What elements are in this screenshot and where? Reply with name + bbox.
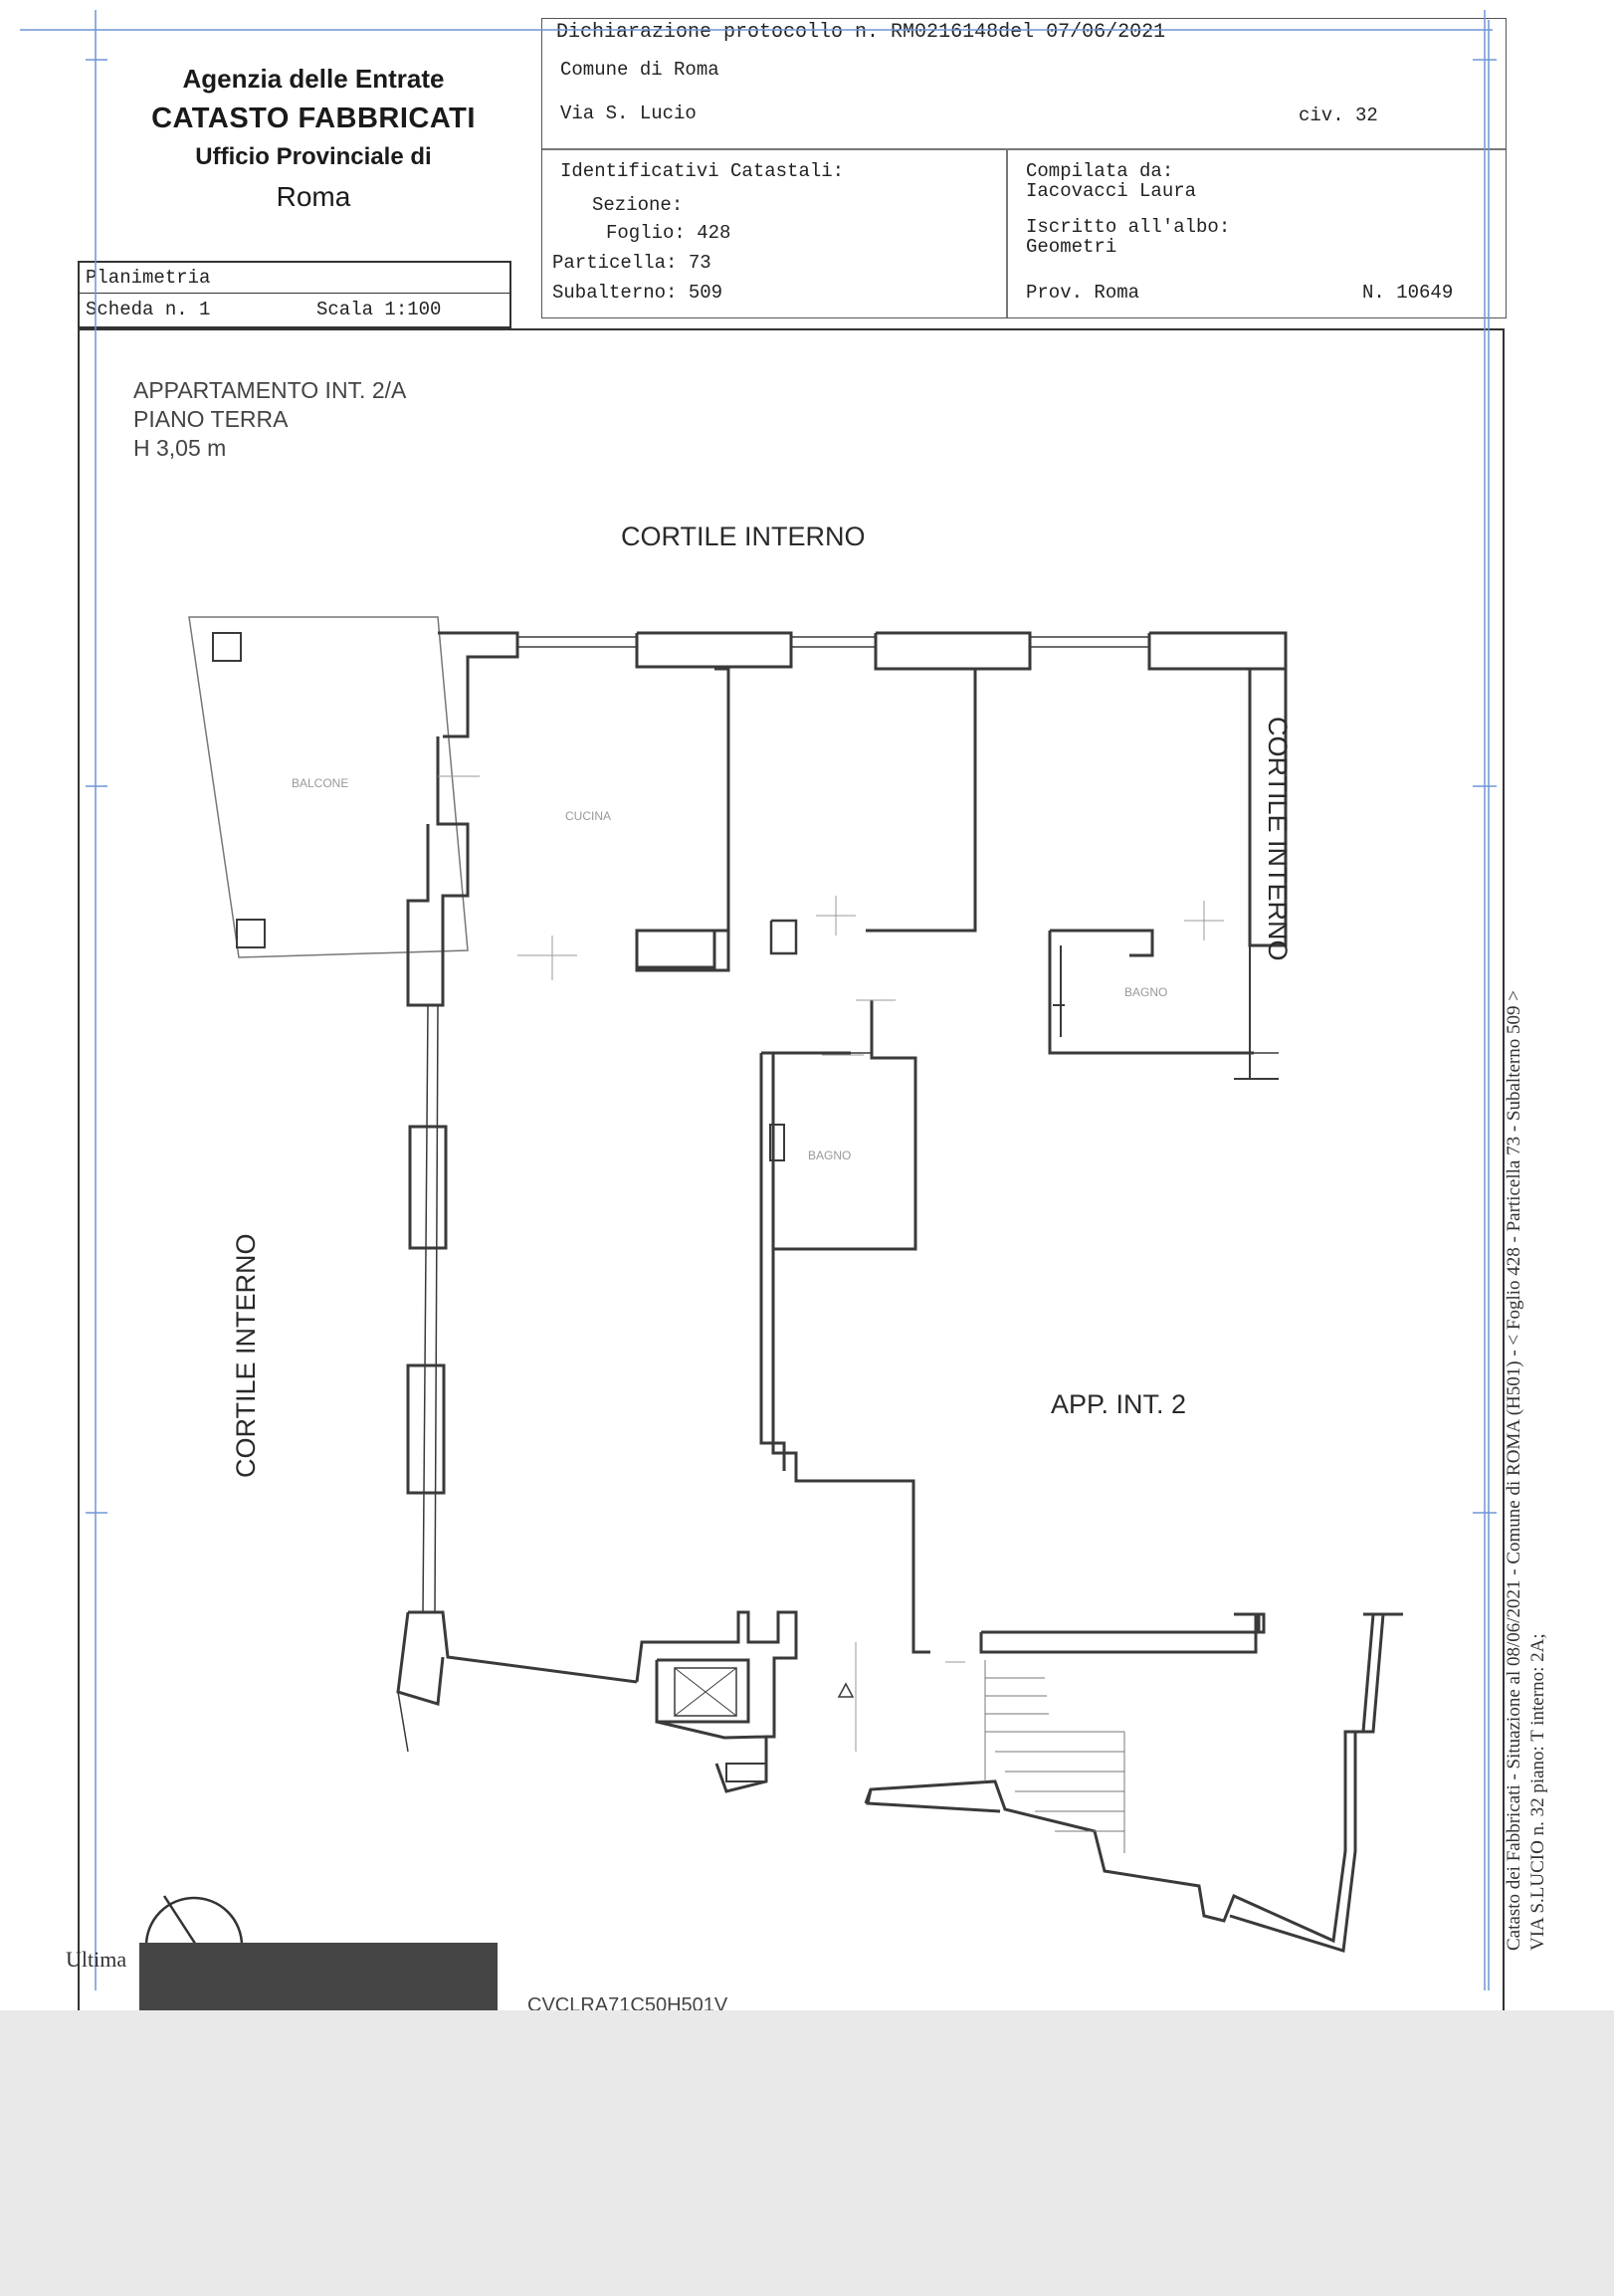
particella: Particella: 73 bbox=[552, 252, 711, 274]
iscritto-label: Iscritto all'albo: bbox=[1026, 216, 1231, 238]
comune: Comune di Roma bbox=[560, 59, 719, 81]
planimetria-title: Planimetria bbox=[86, 267, 211, 289]
redaction-patch bbox=[139, 1943, 498, 2022]
compilata-label: Compilata da: bbox=[1026, 160, 1174, 182]
catasto-title: CATASTO FABBRICATI bbox=[151, 103, 476, 134]
unit-description: APPARTAMENTO INT. 2/A PIANO TERRA H 3,05… bbox=[133, 376, 406, 463]
agency-name: Agenzia delle Entrate bbox=[182, 64, 445, 94]
civico: civ. 32 bbox=[1299, 104, 1378, 126]
ufficio-city: Roma bbox=[276, 181, 351, 212]
side-note-line1: Catasto dei Fabbricati - Situazione al 0… bbox=[1504, 990, 1524, 1951]
via: Via S. Lucio bbox=[560, 103, 697, 124]
unit-height: H 3,05 m bbox=[133, 435, 227, 461]
scala: Scala 1:100 bbox=[316, 299, 442, 320]
cortile-top-label: CORTILE INTERNO bbox=[621, 522, 866, 551]
compilatore: Iacovacci Laura bbox=[1026, 180, 1197, 202]
app-int-label: APP. INT. 2 bbox=[1051, 1389, 1187, 1419]
declaration-box: Dichiarazione protocollo n. RM0216148del… bbox=[541, 18, 1507, 318]
bagno-lower-label: BAGNO bbox=[808, 1148, 852, 1162]
cucina-label: CUCINA bbox=[565, 809, 612, 823]
protocol-line: Dichiarazione protocollo n. RM0216148del… bbox=[556, 21, 1166, 44]
provincia: Prov. Roma bbox=[1026, 282, 1140, 304]
identificativi-title: Identificativi Catastali: bbox=[560, 160, 845, 182]
sezione: Sezione: bbox=[592, 194, 684, 216]
balcone-label: BALCONE bbox=[292, 776, 349, 790]
side-note: Catasto dei Fabbricati - Situazione al 0… bbox=[1503, 990, 1550, 1951]
agency-header: Agenzia delle Entrate CATASTO FABBRICATI… bbox=[109, 60, 517, 219]
subalterno: Subalterno: 509 bbox=[552, 282, 723, 304]
scheda-number: Scheda n. 1 bbox=[86, 299, 211, 320]
planimetria-box: Planimetria Scheda n. 1 Scala 1:100 bbox=[78, 261, 511, 328]
drawing-frame bbox=[78, 328, 1505, 2022]
cortile-left-label: CORTILE INTERNO bbox=[231, 1233, 261, 1478]
unit-floor: PIANO TERRA bbox=[133, 406, 289, 432]
side-note-line2: VIA S.LUCIO n. 32 piano: T interno: 2A; bbox=[1527, 1633, 1548, 1951]
albo-numero: N. 10649 bbox=[1362, 282, 1454, 304]
foglio: Foglio: 428 bbox=[606, 222, 731, 244]
unit-title: APPARTAMENTO INT. 2/A bbox=[133, 377, 407, 403]
scan-bottom-area bbox=[0, 2010, 1614, 2296]
ultima-label: Ultima bbox=[66, 1947, 127, 1972]
ufficio-label: Ufficio Provinciale di bbox=[195, 143, 432, 170]
albo: Geometri bbox=[1026, 236, 1117, 258]
bagno-upper-label: BAGNO bbox=[1124, 985, 1168, 999]
cortile-right-label: CORTILE INTERNO bbox=[1263, 717, 1293, 961]
